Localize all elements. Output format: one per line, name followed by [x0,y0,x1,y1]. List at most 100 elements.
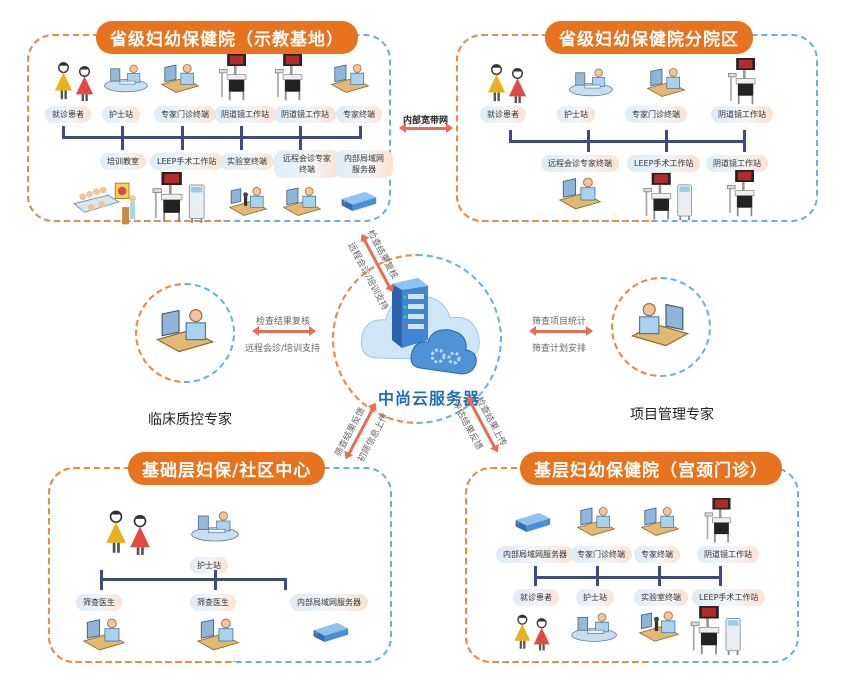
node-label: 内部局域网服务器 [290,594,368,611]
bus-drop [181,126,184,150]
nurse-station-icon [103,60,149,96]
node-label: 实验室终端 [220,153,274,170]
node-label: LEEP手术工作站 [627,155,701,172]
project-flow-bottom: 筛查计划安排 [532,344,587,354]
bus-drop [658,566,661,586]
node-label: 就诊患者 [480,106,526,123]
expert-terminal-icon [646,64,686,100]
bus-drop [299,126,302,150]
expert-terminal-icon [558,174,602,212]
node-label: 专家门诊终端 [154,106,216,123]
provincial-branch-title: 省级妇幼保健院分院区 [545,21,753,54]
network-bus [509,140,746,143]
node-label: 阴道镜工作站 [214,106,276,123]
nurse-station-icon [570,608,618,646]
project-expert-label: 项目管理专家 [630,407,714,423]
project-expert-icon [630,298,690,350]
nurse-station-icon [568,64,614,100]
bus-drop [214,570,217,590]
lan-server-icon [338,190,378,212]
node-label: 内部局域网服务器 [496,546,574,563]
node-label: 就诊患者 [513,589,559,606]
bus-drop [62,126,65,138]
lab-terminal-icon [638,608,680,644]
network-bus [100,578,287,581]
clinical-flow-bottom: 远程会诊/培训支持 [245,344,321,354]
cloud-server-label: 中尚云服务器 [378,389,481,408]
node-label: 筛查医生 [76,594,122,611]
project-expert-ring [611,277,711,377]
patients-icon [483,62,531,104]
node-label: 护士站 [102,106,140,123]
node-label: 阴道镜工作站 [706,155,768,172]
bus-drop [509,130,512,142]
leep-station-icon [643,172,695,222]
bus-drop [100,570,103,590]
colposcope-icon [218,54,250,102]
clinical-flow-arrow [252,326,316,336]
clinical-expert-icon [155,304,215,356]
node-label: LEEP手术工作站 [150,153,224,170]
doctor-terminal-icon [196,615,240,653]
bus-drop [587,130,590,152]
bus-drop [719,566,722,586]
patients-icon [510,612,554,652]
node-label: 专家门诊终端 [625,106,687,123]
node-label: 远程会诊专家终端 [541,155,619,172]
clinical-expert-label: 临床质控专家 [148,412,232,428]
node-label: 护士站 [576,589,614,606]
colposcope-icon [704,498,734,544]
lan-server-icon [512,510,552,534]
clinical-expert-ring [135,283,235,383]
lab-terminal-icon [228,184,268,218]
leep-station-icon [152,172,208,224]
nurse-station-icon [190,506,240,546]
colposcope-icon [726,170,758,218]
node-label: 护士站 [557,106,595,123]
lan-server-icon [310,620,350,644]
expert-terminal-icon [330,60,370,96]
provincial-demo-title: 省级妇幼保健院（示教基地） [96,21,358,54]
leep-station-icon [690,606,744,656]
bus-drop [284,578,287,590]
node-label: LEEP手术工作站 [692,589,766,606]
basic-hospital-title: 基层妇幼保健院（宫颈门诊） [520,452,782,485]
node-label: 专家终端 [336,106,382,123]
node-label: 远程会诊专家终端 [274,150,340,178]
node-label: 就诊患者 [45,106,91,123]
colposcope-icon [727,58,759,106]
colposcope-icon [274,54,306,102]
node-label: 阴道镜工作站 [274,106,336,123]
bus-drop [534,566,537,586]
node-label: 筛查医生 [190,594,236,611]
node-label: 阴道镜工作站 [711,106,773,123]
node-label: 培训教室 [100,153,146,170]
project-flow-top: 筛查项目统计 [532,317,587,327]
node-label: 阴道镜工作站 [697,546,759,563]
expert-terminal-icon [282,184,322,218]
network-bus [62,136,362,139]
network-bus [534,576,722,579]
bus-drop [121,126,124,150]
doctor-terminal-icon [82,615,126,653]
project-flow-arrow [529,326,593,336]
bus-drop [743,130,746,152]
internal-wan-label: 内部宽带网 [403,116,449,126]
node-label: 内部局域网服务器 [335,150,393,178]
node-label: 专家门诊终端 [570,546,632,563]
cloud-ring [332,254,502,424]
patients-icon [50,60,98,102]
bus-drop [359,126,362,138]
internal-wan-arrow [399,123,453,133]
expert-terminal-icon [576,504,616,538]
node-label: 实验室终端 [634,589,688,606]
community-title: 基础层妇保/社区中心 [128,452,326,485]
patients-icon [100,508,156,556]
training-room-icon [70,178,140,226]
bus-drop [596,566,599,586]
bus-drop [240,126,243,150]
node-label: 专家终端 [634,546,680,563]
clinical-flow-top: 检查结果复核 [256,317,311,327]
expert-terminal-icon [640,504,680,538]
expert-terminal-icon [160,60,200,96]
